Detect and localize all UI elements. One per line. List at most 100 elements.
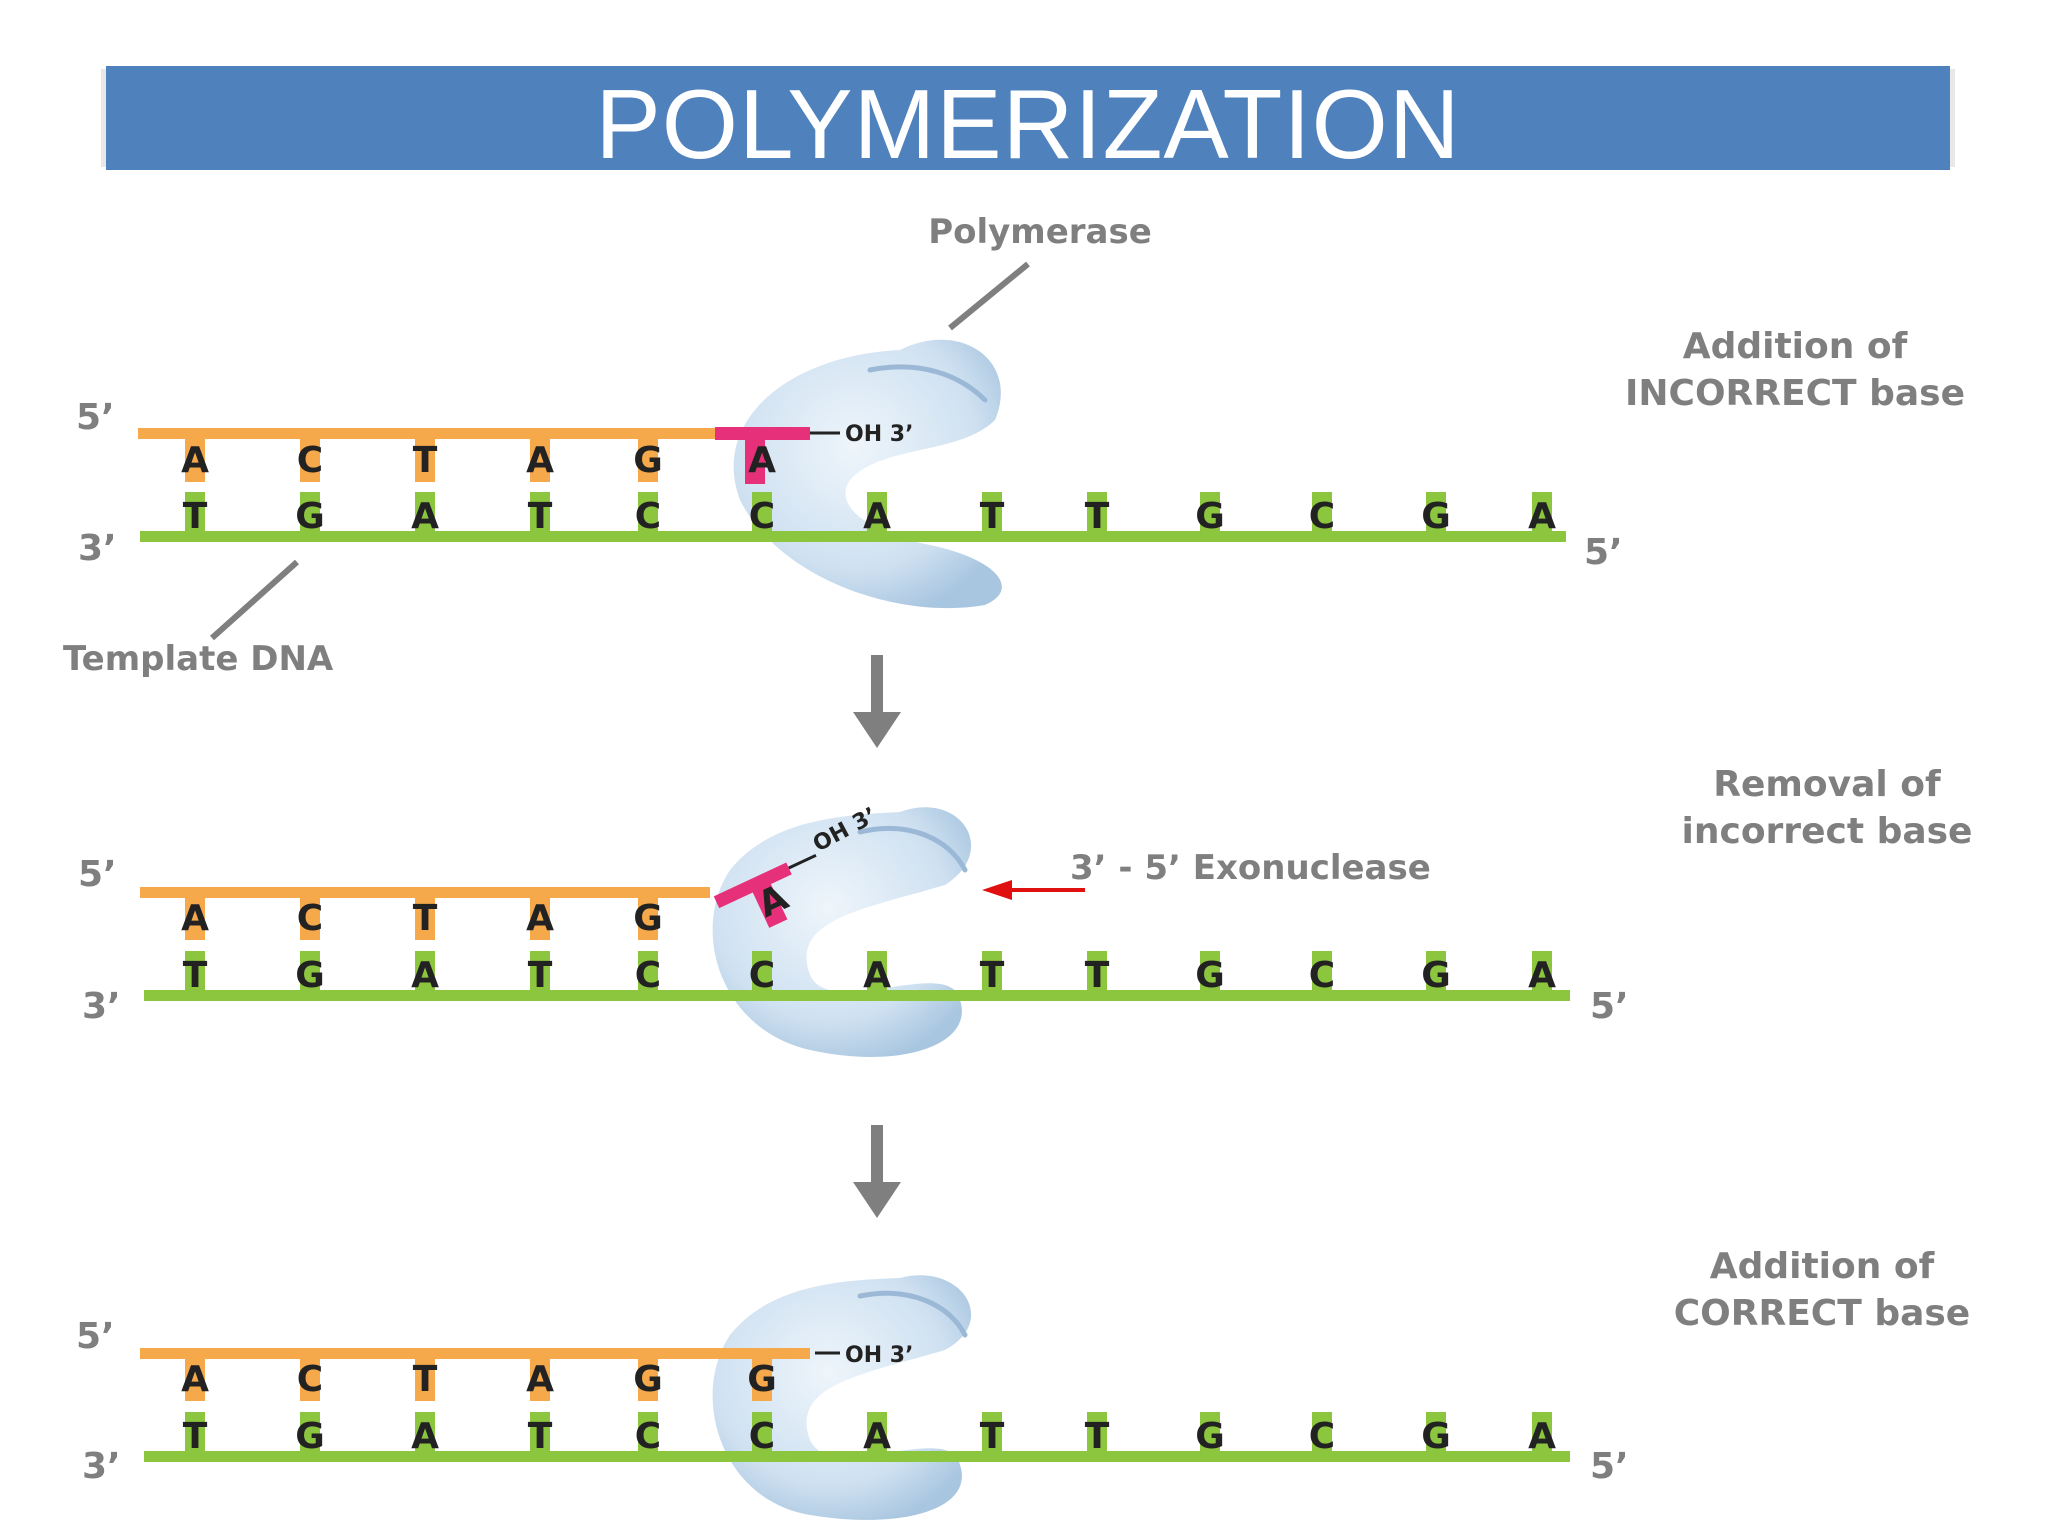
base-stub	[185, 951, 205, 995]
exonuclease-label: 3’ - 5’ Exonuclease	[1070, 848, 1431, 888]
base-stub	[185, 1412, 205, 1456]
base-stub	[300, 951, 320, 995]
top-base-letter: A	[181, 440, 209, 481]
top-base-letter: T	[413, 440, 438, 481]
template-strand	[144, 990, 1570, 1001]
base-stub	[867, 951, 887, 995]
five-prime-label: 5’	[1590, 986, 1629, 1027]
top-base-letter: G	[633, 898, 663, 939]
template-base-letter: T	[183, 1416, 208, 1457]
base-stub	[1087, 1412, 1107, 1456]
top-base-letter: T	[413, 898, 438, 939]
incorrect-base-bar	[715, 427, 810, 440]
base-stub	[752, 1357, 772, 1401]
template-base-letter: A	[863, 496, 891, 537]
top-base-letter: C	[297, 898, 323, 939]
template-base-letter: T	[528, 496, 553, 537]
template-base-letter: C	[635, 1416, 661, 1457]
top-base-letter: G	[633, 440, 663, 481]
five-prime-label: 5’	[1590, 1446, 1629, 1487]
template-strand	[144, 1451, 1570, 1462]
base-stub	[1532, 1412, 1552, 1456]
base-stub	[1426, 951, 1446, 995]
template-base-letter: T	[1085, 955, 1110, 996]
base-stub	[1312, 1412, 1332, 1456]
five-prime-label: 5’	[76, 397, 115, 438]
base-stub	[415, 1412, 435, 1456]
template-base-letter: G	[295, 1416, 325, 1457]
base-stub	[1200, 492, 1220, 536]
template-base-letter: A	[1528, 1416, 1556, 1457]
base-stub	[1087, 492, 1107, 536]
base-stub	[1532, 492, 1552, 536]
top-base-letter: G	[633, 1359, 663, 1400]
top-base-letter: A	[748, 440, 776, 481]
down-arrow	[853, 1125, 901, 1218]
base-stub	[415, 1357, 435, 1401]
title-bar: POLYMERIZATION	[106, 66, 1950, 179]
base-stub	[1532, 951, 1552, 995]
base-stub	[982, 951, 1002, 995]
template-base-letter: C	[635, 955, 661, 996]
top-base-letter: G	[747, 1359, 777, 1400]
base-stub	[1426, 1412, 1446, 1456]
top-base-letter: A	[181, 1359, 209, 1400]
base-stub	[638, 492, 658, 536]
five-prime-label: 5’	[78, 854, 117, 895]
base-stub	[530, 1357, 550, 1401]
base-stub	[530, 951, 550, 995]
caption-line1: Addition of	[1710, 1246, 1935, 1287]
template-base-letter: G	[1421, 955, 1451, 996]
template-base-letter: G	[1421, 1416, 1451, 1457]
base-stub	[1087, 951, 1107, 995]
top-base-letter: A	[181, 898, 209, 939]
base-stub	[638, 951, 658, 995]
base-stub	[300, 896, 320, 940]
caption-line1: Removal of	[1713, 764, 1941, 805]
base-stub	[752, 492, 772, 536]
template-base-letter: G	[1195, 1416, 1225, 1457]
base-stub	[1312, 492, 1332, 536]
base-stub	[530, 438, 550, 482]
template-base-letter: C	[749, 496, 775, 537]
base-stub	[185, 492, 205, 536]
template-base-letter: A	[863, 1416, 891, 1457]
base-stub	[638, 438, 658, 482]
three-prime-label: 3’	[82, 986, 121, 1027]
template-base-letter: C	[1309, 1416, 1335, 1457]
base-stub	[752, 951, 772, 995]
top-base-letter: A	[526, 898, 554, 939]
base-stub	[300, 492, 320, 536]
template-base-letter: G	[295, 496, 325, 537]
caption-line2: INCORRECT base	[1625, 373, 1965, 414]
top-base-letter: C	[297, 440, 323, 481]
template-pointer	[210, 559, 299, 641]
page-title: POLYMERIZATION	[595, 69, 1461, 179]
caption-line2: CORRECT base	[1674, 1293, 1970, 1334]
five-prime-label: 5’	[1584, 532, 1623, 573]
down-arrow	[853, 655, 901, 748]
base-stub	[1312, 951, 1332, 995]
base-stub	[530, 896, 550, 940]
excised-base	[713, 853, 817, 928]
caption-line1: Addition of	[1683, 326, 1908, 367]
template-base-letter: T	[980, 496, 1005, 537]
template-base-letter: T	[1085, 1416, 1110, 1457]
top-base-letter: A	[526, 1359, 554, 1400]
exonuclease-arrow	[982, 880, 1085, 900]
three-prime-label: 3’	[82, 1446, 121, 1487]
base-stub	[185, 438, 205, 482]
template-strand	[140, 531, 1566, 542]
template-base-letter: C	[749, 955, 775, 996]
template-base-letter: A	[1528, 955, 1556, 996]
base-stub	[867, 1412, 887, 1456]
template-base-letter: G	[295, 955, 325, 996]
base-stub	[415, 438, 435, 482]
base-stub	[1426, 492, 1446, 536]
template-base-letter: A	[411, 1416, 439, 1457]
base-stub	[982, 1412, 1002, 1456]
base-stub	[982, 492, 1002, 536]
base-stub	[185, 1357, 205, 1401]
base-stub	[752, 1412, 772, 1456]
template-base-letter: C	[1309, 496, 1335, 537]
